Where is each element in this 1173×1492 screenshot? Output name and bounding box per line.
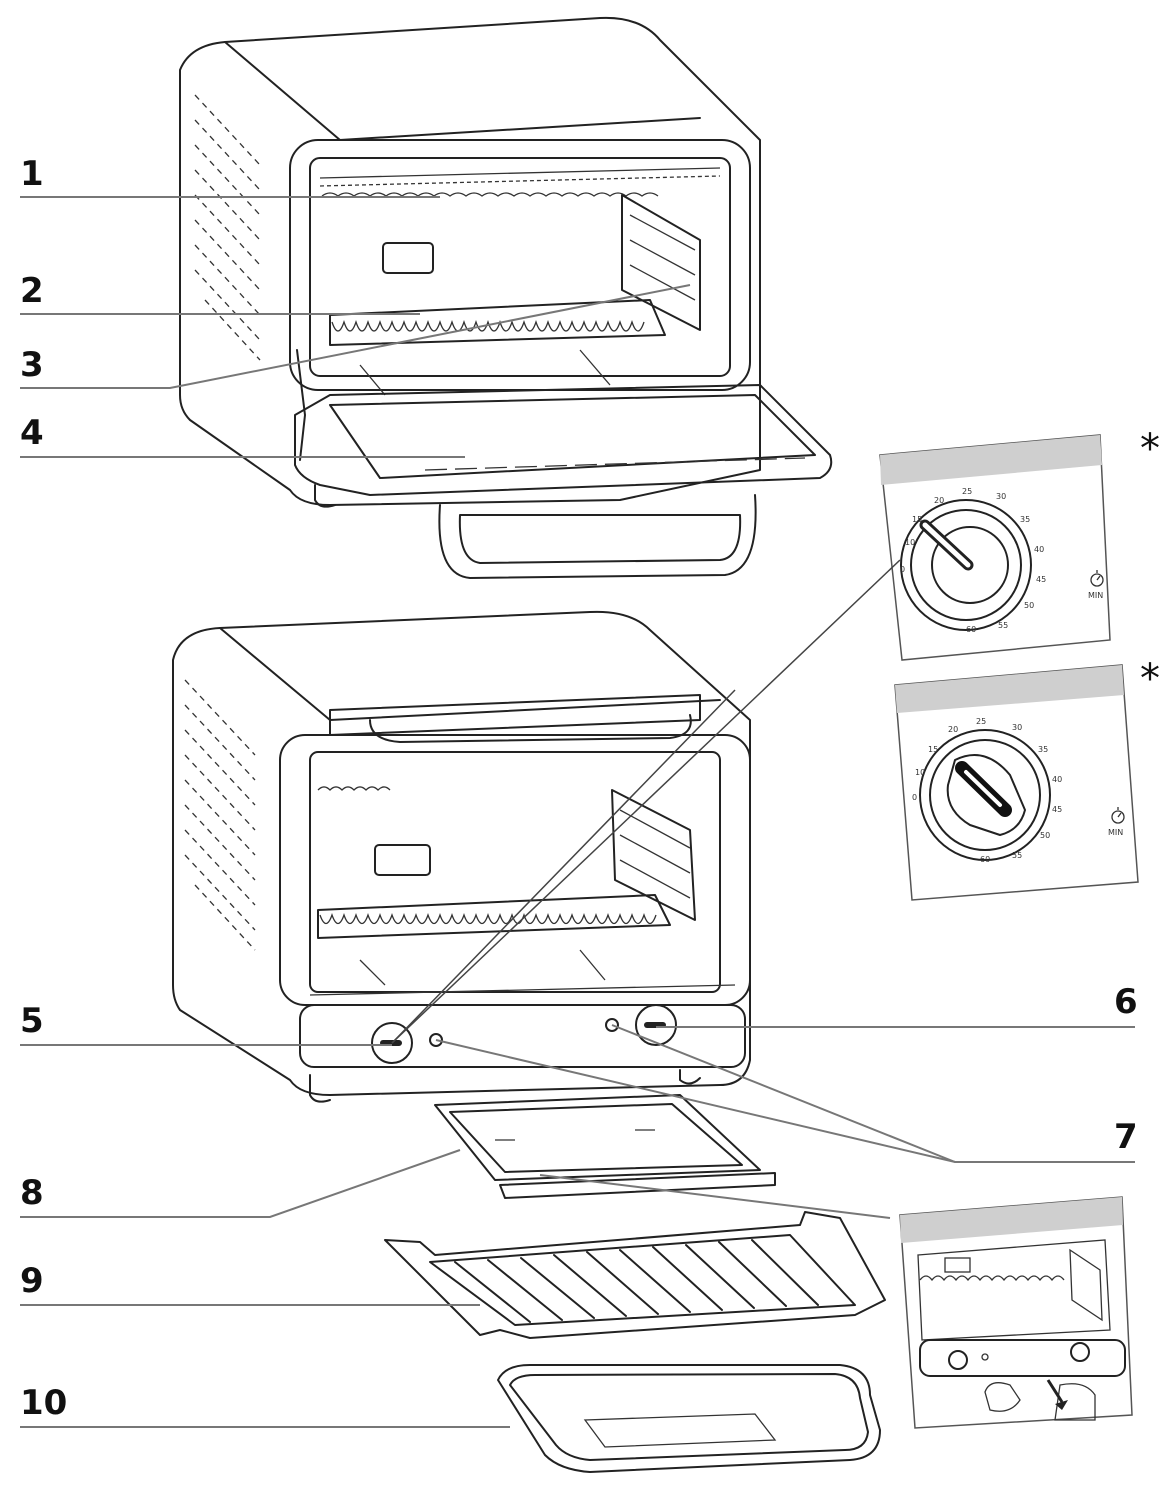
tick-a-15: 15: [912, 515, 922, 524]
tick-b-30: 30: [1012, 723, 1022, 732]
tick-a-20: 20: [934, 496, 944, 505]
tick-a-35: 35: [1020, 515, 1030, 524]
asterisk-marker-bottom: *: [1140, 656, 1160, 702]
min-label-b: MIN: [1108, 828, 1123, 837]
tick-b-40: 40: [1052, 775, 1062, 784]
tick-a-60: 60: [966, 625, 976, 634]
label-2: 2: [20, 271, 44, 311]
min-label-a: MIN: [1088, 591, 1103, 600]
tick-b-50: 50: [1040, 831, 1050, 840]
tick-a-40: 40: [1034, 545, 1044, 554]
tick-a-45: 45: [1036, 575, 1046, 584]
crumb-tray: [434, 1094, 776, 1199]
wire-rack: [384, 1211, 886, 1339]
label-6: 6: [1114, 982, 1138, 1022]
label-3: 3: [20, 345, 44, 385]
tick-b-20: 20: [948, 725, 958, 734]
label-4: 4: [20, 413, 44, 453]
tick-b-55: 55: [1012, 851, 1022, 860]
tick-a-25: 25: [962, 487, 972, 496]
tick-b-35: 35: [1038, 745, 1048, 754]
label-8: 8: [20, 1173, 44, 1213]
indicator-light-right: [605, 1018, 619, 1032]
clock-icon: [1111, 807, 1125, 824]
right-knob: [635, 1004, 677, 1046]
label-10: 10: [20, 1383, 67, 1423]
crumb-tray-inset: [899, 1196, 1133, 1429]
tick-b-10: 10: [915, 768, 925, 777]
tick-a-0: 0: [900, 565, 905, 574]
asterisk-marker-top: *: [1140, 426, 1160, 472]
top-oven: [179, 16, 833, 579]
bottom-oven: [172, 610, 751, 1103]
clock-icon: [1090, 570, 1104, 587]
leader-lines: [20, 196, 1135, 1428]
tick-b-45: 45: [1052, 805, 1062, 814]
tick-a-30: 30: [996, 492, 1006, 501]
left-knob: [371, 1022, 413, 1064]
label-9: 9: [20, 1261, 44, 1301]
tick-b-25: 25: [976, 717, 986, 726]
tick-a-10: 10: [905, 538, 915, 547]
label-1: 1: [20, 154, 44, 194]
tick-a-55: 55: [998, 621, 1008, 630]
tick-b-15: 15: [928, 745, 938, 754]
tick-a-50: 50: [1024, 601, 1034, 610]
label-5: 5: [20, 1001, 44, 1041]
tick-b-0: 0: [912, 793, 917, 802]
baking-pan: [497, 1364, 881, 1473]
timer-dial-detail-a: 15 20 25 30 35 40 45 50 55 60 10 0 MIN: [879, 434, 1111, 661]
label-7: 7: [1114, 1117, 1138, 1157]
tick-b-60: 60: [980, 855, 990, 864]
indicator-light: [429, 1033, 443, 1047]
timer-dial-detail-b: 15 20 25 30 35 40 45 50 55 60 10 0 MIN: [894, 664, 1139, 901]
